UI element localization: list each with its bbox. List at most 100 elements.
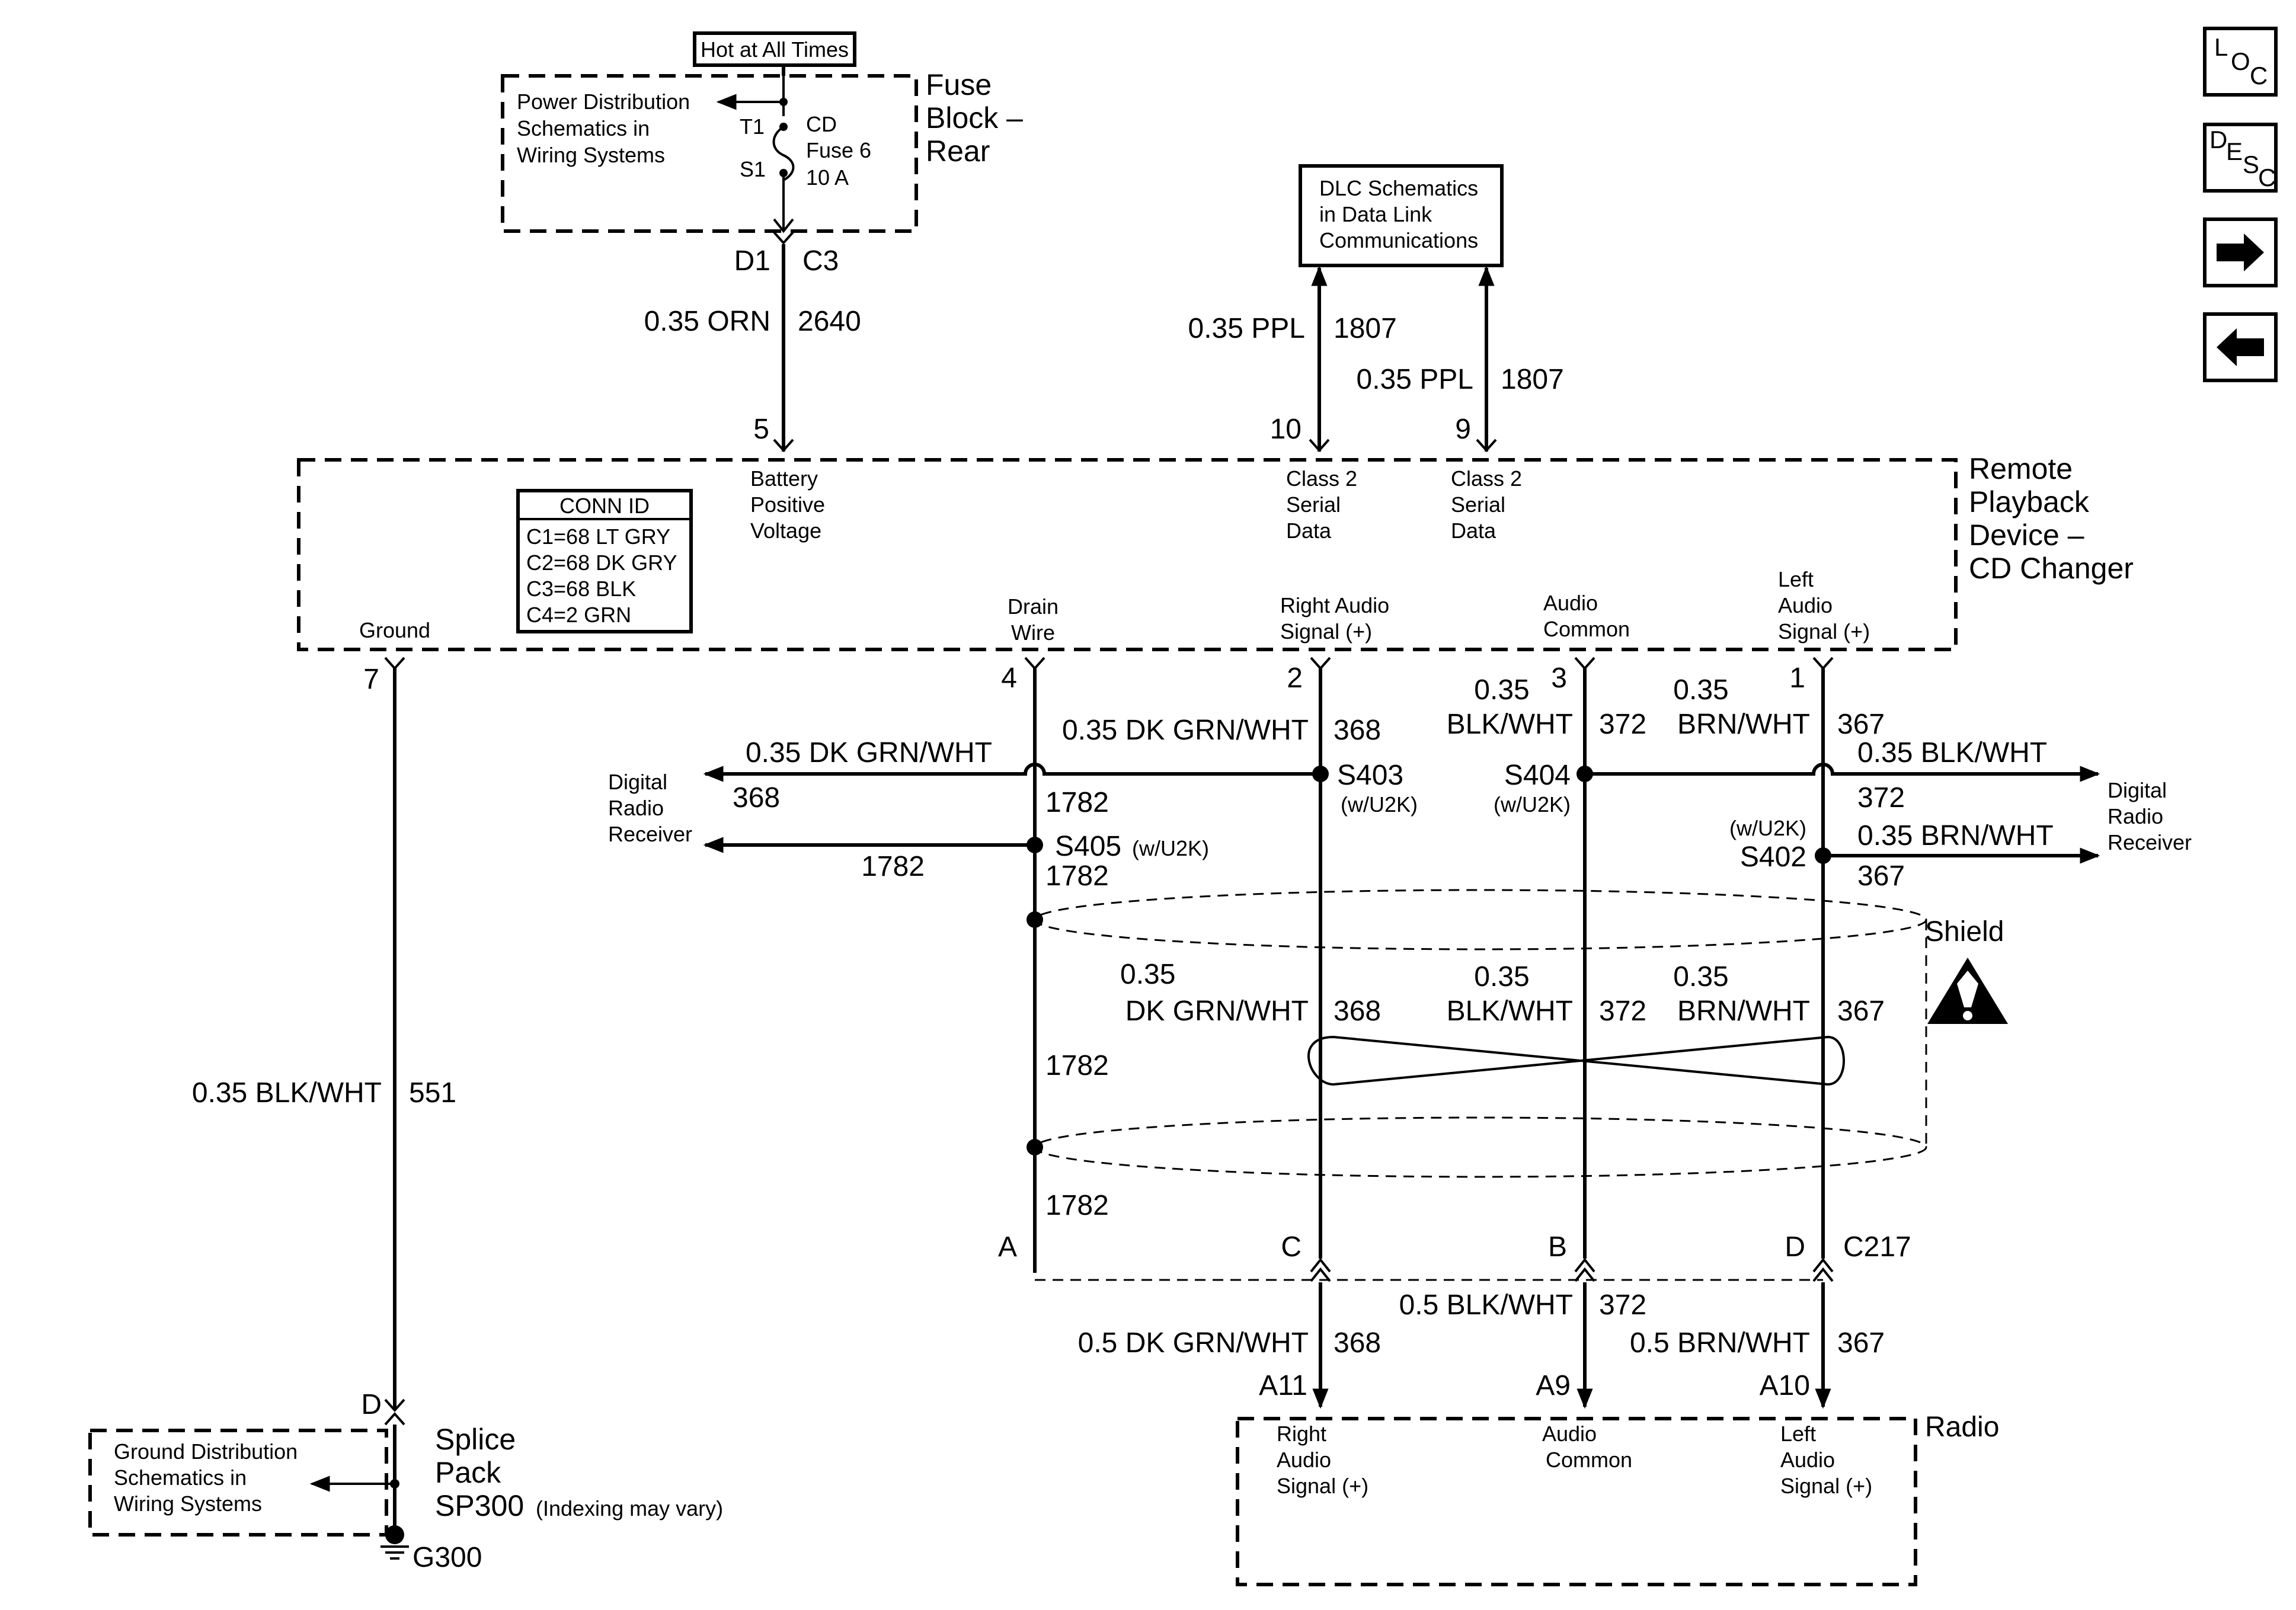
drr-left-2: Radio — [608, 796, 664, 820]
device-name-2: Playback — [1969, 485, 2090, 518]
fuse-block-rear: Hot at All Times Fuse Block – Rear Power… — [501, 31, 1023, 277]
pin-3: 3 — [1551, 662, 1567, 694]
shield-gauge-367-1: 0.35 — [1673, 961, 1728, 993]
radio-pin-a10: A10 — [1760, 1370, 1810, 1401]
c217-pin-a: A — [998, 1231, 1017, 1263]
splice-pack-indexing-note: (Indexing may vary) — [536, 1496, 723, 1521]
radio-name: Radio — [1925, 1411, 1999, 1443]
pin-c3: C3 — [802, 245, 839, 277]
upper-circuit-368: 368 — [1334, 715, 1381, 746]
pin-9-label-2: Serial — [1451, 492, 1505, 517]
pin-5-label-2: Positive — [750, 492, 825, 517]
terminal-t1: T1 — [740, 114, 765, 139]
pin-10-label-2: Serial — [1286, 492, 1341, 517]
right-arrow-icon — [2217, 233, 2264, 271]
splice-s405-option: (w/U2K) — [1132, 836, 1209, 860]
signal-wires: 0.35 DK GRN/WHT 368 0.35 BLK/WHT 372 0.3… — [1033, 668, 1885, 1273]
circuit-1782-lower: 1782 — [1045, 1190, 1109, 1221]
splice-s404-option: (w/U2K) — [1494, 792, 1571, 817]
circuit-1782-below-splice: 1782 — [1045, 860, 1109, 892]
ground-icon — [380, 1545, 409, 1560]
desc-button[interactable]: D E S C — [2203, 123, 2278, 193]
lower-gauge-368: 0.5 DK GRN/WHT — [1078, 1327, 1309, 1359]
previous-button[interactable] — [2203, 312, 2278, 382]
radio-right-3: Signal (+) — [1277, 1474, 1368, 1498]
radio-left-1: Left — [1780, 1422, 1816, 1446]
splice-pack-sp300: D Ground Distribution Schematics in Wiri… — [88, 1389, 723, 1573]
radio-common-1: Audio — [1542, 1422, 1597, 1446]
pin-10-label-3: Data — [1286, 518, 1332, 543]
left-arrow-icon — [2217, 328, 2264, 366]
splice-s402: S402 — [1740, 841, 1806, 873]
splice-s405: S405 — [1055, 831, 1121, 862]
radio-left-3: Signal (+) — [1780, 1474, 1872, 1498]
fuse-block-name-3: Rear — [926, 135, 990, 168]
next-button[interactable] — [2203, 217, 2278, 287]
upper-circuit-372: 372 — [1599, 709, 1646, 740]
ground-pin-d: D — [361, 1389, 382, 1420]
circuit-1807-b: 1807 — [1501, 364, 1564, 395]
pin-4: 4 — [1001, 662, 1017, 694]
power-distribution-note-2: Schematics in — [517, 116, 650, 140]
branch-gauge-367: 0.35 BRN/WHT — [1857, 820, 2054, 852]
drr-right-1: Digital — [2108, 778, 2167, 802]
c217-pin-b: B — [1548, 1231, 1567, 1263]
desc-letter-c: C — [2258, 164, 2276, 191]
device-name-1: Remote — [1969, 452, 2073, 485]
conn-id-title: CONN ID — [559, 494, 650, 518]
circuit-551: 551 — [409, 1077, 456, 1109]
upper-gauge-372-2: BLK/WHT — [1447, 709, 1573, 740]
pin-10: 10 — [1270, 414, 1302, 445]
lower-circuit-372: 372 — [1599, 1289, 1646, 1321]
radio-right-1: Right — [1277, 1422, 1326, 1446]
dlc-note-1: DLC Schematics — [1319, 176, 1478, 200]
pin-1-label-1: Left — [1778, 567, 1814, 591]
fuse-block-name-1: Fuse — [926, 68, 992, 101]
shield-top-ellipse — [1034, 889, 1927, 950]
drr-right-2: Radio — [2108, 804, 2163, 828]
shield-label: Shield — [1925, 916, 2004, 948]
upper-gauge-367-2: BRN/WHT — [1677, 709, 1810, 740]
ground-point — [385, 1525, 404, 1544]
pin-d1: D1 — [734, 245, 770, 277]
drr-right-3: Receiver — [2108, 830, 2192, 854]
loc-button[interactable]: L O C — [2203, 27, 2278, 97]
pin-1-label-2: Audio — [1778, 593, 1833, 617]
hot-at-all-times-box — [693, 31, 856, 67]
device-name-3: Device – — [1969, 518, 2084, 552]
shield-gauge-372-1: 0.35 — [1474, 961, 1529, 993]
radio-outline — [1236, 1417, 1917, 1586]
wire-ground-551: 0.35 BLK/WHT 551 — [192, 668, 456, 1410]
branch-372-right — [1585, 763, 2100, 782]
power-distribution-note-3: Wiring Systems — [517, 143, 665, 167]
splice-pack-name-2: Pack — [435, 1456, 501, 1489]
shield: Shield 0.35 DK GRN/WHT 368 0.35 BLK/WHT … — [1027, 889, 2008, 1221]
desc-letter-e: E — [2226, 137, 2243, 165]
conn-id-row: C3=68 BLK — [526, 577, 636, 601]
navigation-buttons: L O C D E S C — [2203, 27, 2278, 382]
pin-9: 9 — [1455, 414, 1471, 445]
pin-1-label-3: Signal (+) — [1778, 619, 1870, 644]
upper-circuit-367: 367 — [1837, 709, 1885, 740]
conn-id-row: C2=68 DK GRY — [526, 550, 677, 575]
ground-g300: G300 — [412, 1542, 482, 1573]
remote-playback-device: Remote Playback Device – CD Changer CONN… — [297, 414, 2134, 695]
pin-9-label-1: Class 2 — [1451, 466, 1522, 491]
circuit-2640: 2640 — [798, 306, 861, 337]
splice-s403-option: (w/U2K) — [1341, 792, 1418, 817]
loc-letter-o: O — [2231, 47, 2250, 75]
shield-gauge-367-2: BRN/WHT — [1677, 996, 1810, 1027]
wire-serial-data-10: 0.35 PPL 1807 — [1188, 265, 1397, 452]
terminal-s1: S1 — [740, 157, 766, 181]
c217-name: C217 — [1843, 1231, 1911, 1263]
circuit-1807-a: 1807 — [1334, 313, 1397, 344]
pin-5: 5 — [753, 414, 769, 445]
loc-letter-c: C — [2250, 62, 2268, 89]
branch-circuit-368: 368 — [733, 782, 780, 814]
splice-pack-name-1: Splice — [435, 1423, 516, 1456]
splice-s405-dot — [1027, 837, 1043, 853]
lower-circuit-367: 367 — [1837, 1327, 1885, 1359]
device-outline — [297, 458, 1958, 651]
wire-gauge-2640: 0.35 ORN — [644, 306, 770, 337]
